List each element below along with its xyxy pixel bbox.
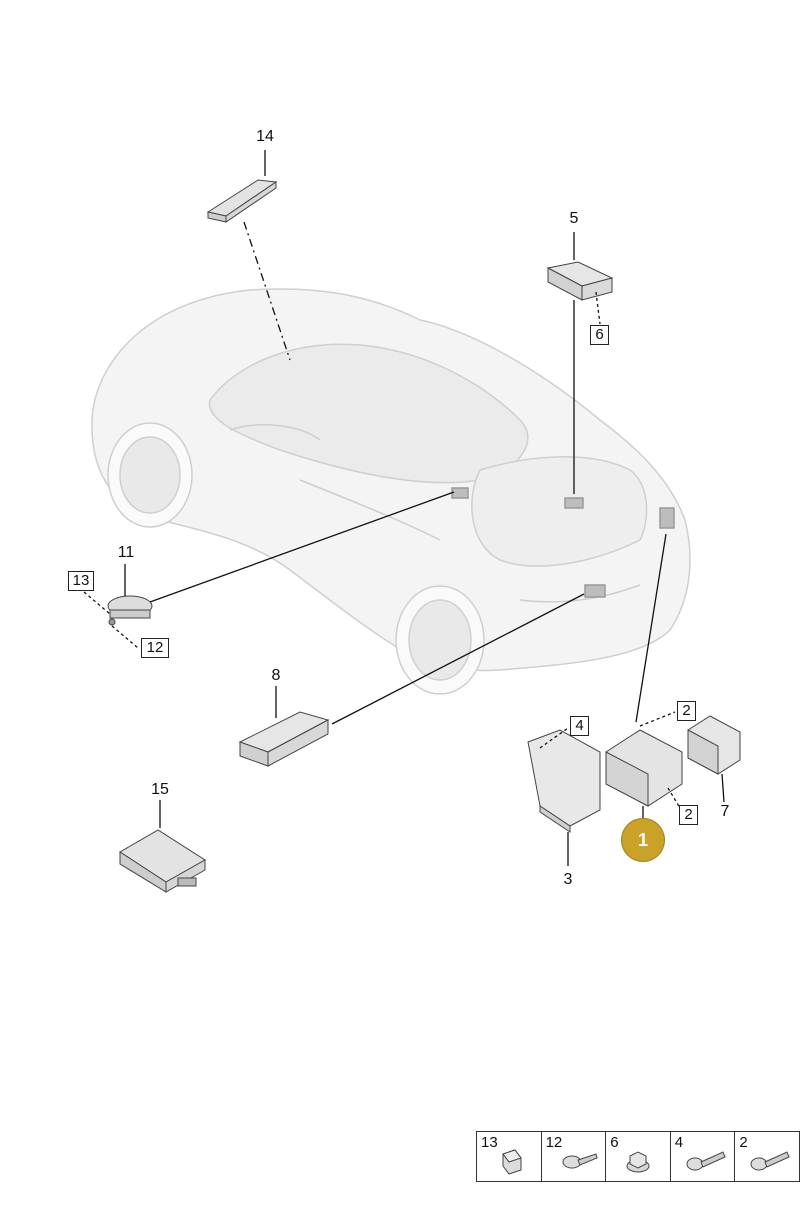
part-1-control-unit [605,729,683,807]
bolt-icon [750,1151,791,1171]
part-7-module [687,715,741,775]
hardware-legend: 13 12 6 4 2 [476,1131,800,1182]
callout-12: 12 [141,638,169,658]
legend-cell-13[interactable]: 13 [477,1132,541,1181]
callout-14: 14 [256,128,274,145]
legend-number: 12 [545,1134,563,1151]
legend-cell-4[interactable]: 4 [669,1132,735,1181]
part-5-module [546,261,614,301]
callout-15: 15 [151,781,169,798]
nut-icon [502,1149,522,1175]
callout-11: 11 [117,544,135,561]
legend-cell-6[interactable]: 6 [605,1132,670,1181]
part-15-module [119,829,206,893]
callout-8: 8 [271,667,281,684]
legend-number: 4 [674,1134,684,1151]
screw-icon [562,1153,598,1169]
bolt-icon [686,1151,726,1171]
legend-number: 2 [739,1134,748,1151]
legend-number: 6 [610,1134,619,1151]
callout-7: 7 [720,803,730,820]
hex-nut-icon [626,1151,650,1173]
part-8-module [238,711,330,767]
leader-lines [83,150,725,866]
legend-cell-2[interactable]: 2 [734,1132,799,1181]
legend-cell-12[interactable]: 12 [540,1132,606,1181]
callout-5: 5 [569,210,579,227]
part-11-sensor [107,595,153,626]
callout-13: 13 [68,571,94,591]
vehicle-illustration [91,288,691,695]
callout-2-top: 2 [677,701,696,721]
callout-6: 6 [590,325,609,345]
callout-4: 4 [570,716,589,736]
callout-3: 3 [563,871,573,888]
legend-number: 13 [481,1134,498,1151]
part-14-module [206,179,278,223]
callout-1-highlighted[interactable]: 1 [621,818,665,862]
callout-2-bottom: 2 [679,805,698,825]
part-3-bracket [527,729,601,833]
